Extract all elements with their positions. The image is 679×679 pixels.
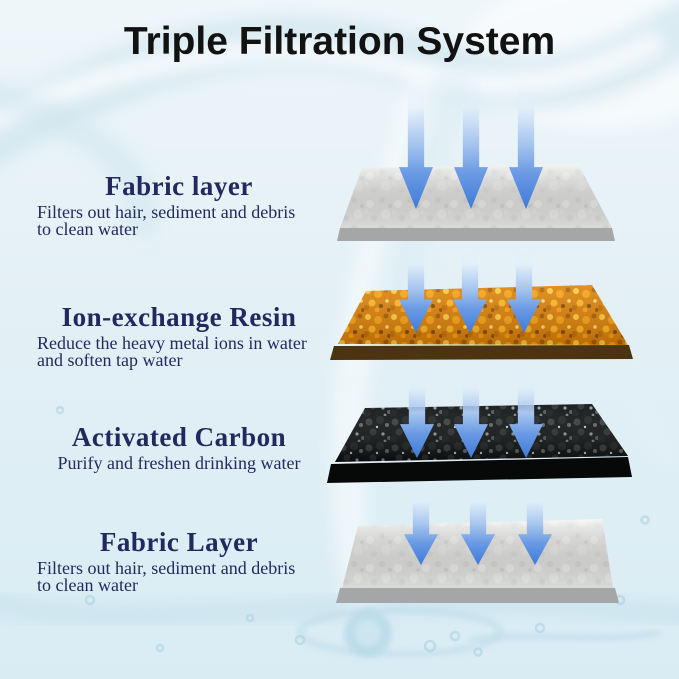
layer-label-carbon: Activated Carbon Purify and freshen drin… (28, 422, 330, 474)
layer-desc-line: Filters out hair, sediment and debris (37, 558, 296, 579)
splash-ring (297, 607, 503, 657)
droplets (55, 405, 650, 657)
slab-fabric-top-edge (337, 228, 615, 241)
splash-streak (469, 628, 661, 644)
slab-carbon (327, 404, 632, 483)
layer-label-fabric-top: Fabric layer Filters out hair, sediment … (28, 171, 330, 240)
right-streak (629, 295, 679, 475)
slab-carbon-edge (327, 457, 632, 483)
layer-description: Filters out hair, sediment and debris to… (28, 202, 330, 240)
layer-desc-line: and soften tap water (37, 350, 183, 371)
layer-desc-line: Reduce the heavy metal ions in water (37, 333, 307, 354)
layer-desc-line: to clean water (37, 575, 138, 596)
layer-description: Reduce the heavy metal ions in water and… (28, 333, 330, 371)
top-swirl-highlight (0, 30, 666, 129)
layer-label-fabric-bottom: Fabric Layer Filters out hair, sediment … (28, 527, 330, 596)
layer-heading: Ion-exchange Resin (61, 302, 297, 332)
slab-fabric-bottom-edge (336, 588, 619, 603)
bottom-wave (0, 591, 679, 628)
layer-description: Purify and freshen drinking water (28, 453, 330, 474)
slab-resin-edge (330, 345, 633, 360)
layer-desc-line: Filters out hair, sediment and debris (37, 202, 296, 223)
layer-heading: Activated Carbon (71, 422, 287, 452)
left-streak (0, 80, 159, 240)
slab-resin-shade (338, 285, 628, 345)
page-title: Triple Filtration System (123, 20, 556, 63)
layer-heading: Fabric layer (105, 171, 253, 201)
layer-desc-line: to clean water (37, 219, 138, 240)
layer-heading: Fabric Layer (99, 527, 259, 557)
splash-bubble-core (355, 620, 381, 646)
slab-resin (330, 285, 633, 360)
layer-description: Filters out hair, sediment and debris to… (28, 558, 330, 596)
layer-desc-line: Purify and freshen drinking water (57, 453, 301, 474)
layer-label-resin: Ion-exchange Resin Reduce the heavy meta… (28, 302, 330, 371)
